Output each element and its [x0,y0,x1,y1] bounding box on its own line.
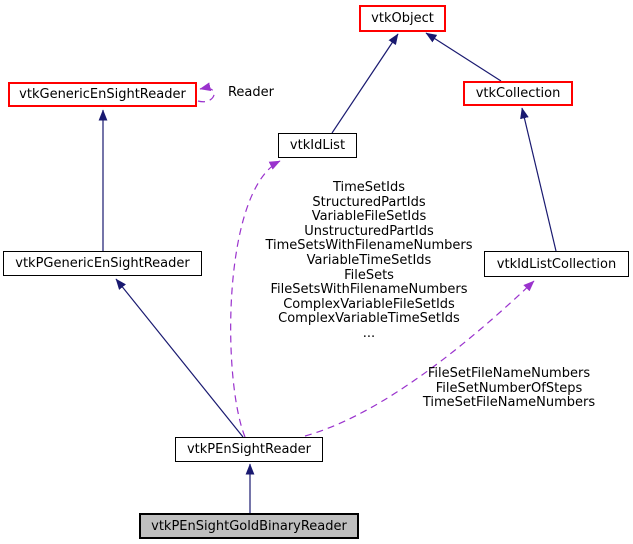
member-name: TimeSetsWithFilenameNumbers [265,238,473,254]
member-name: ... [362,325,376,341]
member-name: VariableTimeSetIds [306,252,432,268]
edge-usage-vtkpensightreader-to-vtkidlist [230,160,281,438]
edge-usage-vtkpensightreader-to-vtkidlistcollection [304,280,535,437]
node-vtkidlist[interactable]: vtkIdList [278,133,357,158]
edge-usage-reader-self-loop [197,82,215,103]
member-name: FileSetFileNameNumbers [427,366,591,381]
edge-label-reader: Reader [227,85,274,100]
edge-inherit-vtkpensightreader-to-vtkpgenericensightreader [115,278,244,438]
edge-inherit-vtkidlistcollection-to-vtkcollection [520,107,557,252]
member-name: ComplexVariableTimeSetIds [278,311,460,327]
node-vtkgenericensightreader[interactable]: vtkGenericEnSightReader [8,82,197,107]
member-name: TimeSetIds [332,180,406,195]
node-vtkobject[interactable]: vtkObject [359,5,446,32]
edge-inherit-vtkidlist-to-vtkobject [331,33,399,134]
member-name: VariableFileSetIds [311,209,427,225]
member-name: ComplexVariableFileSetIds [283,296,455,312]
edge-inherit-vtkcollection-to-vtkobject [425,32,502,82]
node-vtkpensightreader[interactable]: vtkPEnSightReader [175,437,323,462]
edge-label-idlist-members: TimeSetIds StructuredPartIds VariableFil… [238,180,500,342]
node-vtkpgenericensightreader[interactable]: vtkPGenericEnSightReader [3,251,202,276]
member-name: StructuredPartIds [312,194,426,210]
member-name: FileSetNumberOfSteps [435,380,583,396]
member-name: FileSets [344,267,394,283]
node-vtkcollection[interactable]: vtkCollection [463,81,573,106]
member-name: TimeSetFileNameNumbers [422,395,596,411]
member-name: UnstructuredPartIds [304,223,434,239]
edge-label-idlistcollection-members: FileSetFileNameNumbers FileSetNumberOfSt… [408,366,610,411]
member-name: FileSetsWithFilenameNumbers [270,282,468,298]
node-vtkidlistcollection[interactable]: vtkIdListCollection [484,251,629,277]
node-vtkpensightgoldbinaryreader: vtkPEnSightGoldBinaryReader [139,513,359,539]
